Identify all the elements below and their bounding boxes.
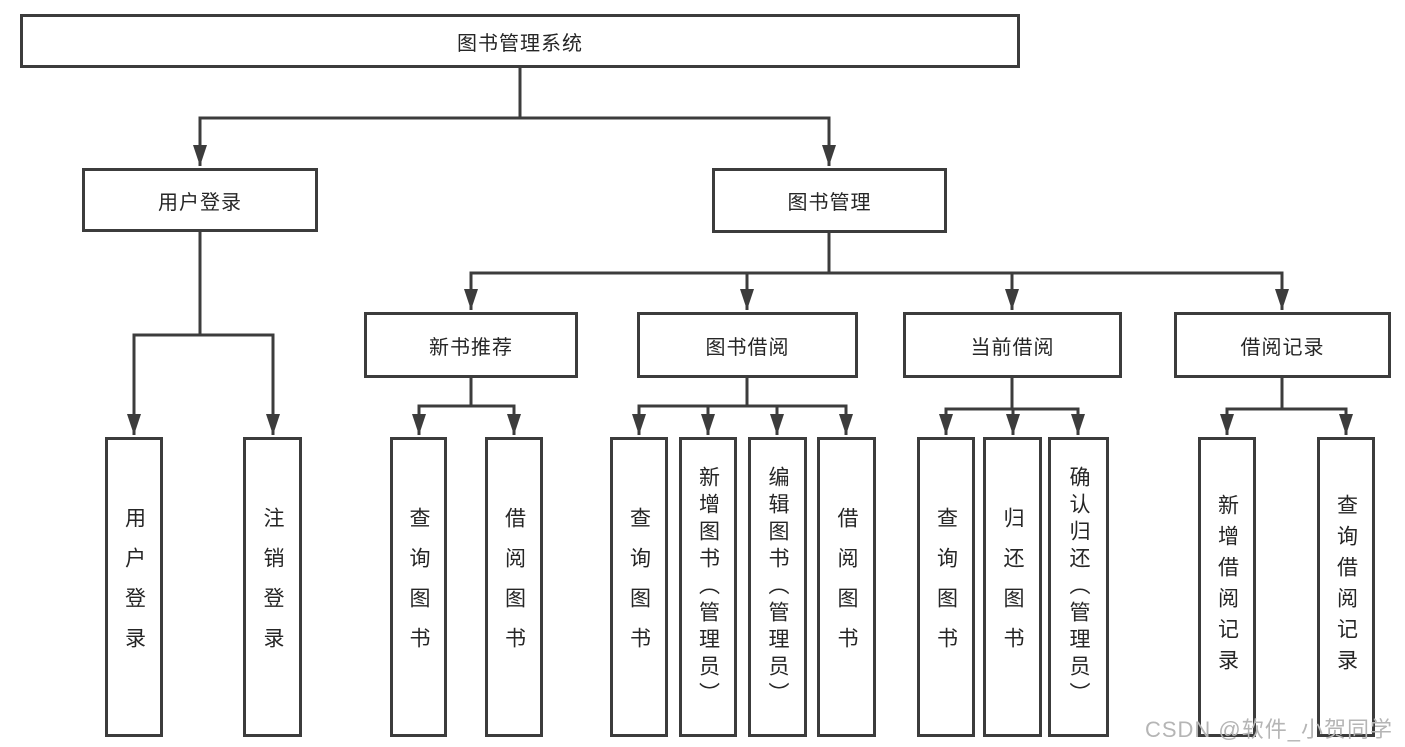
leaf-borrow-books-borrowing: 借阅图书 [817,437,876,737]
leaf-query-books-current: 查询图书 [917,437,975,737]
node-book-borrowing: 图书借阅 [637,312,858,378]
leaf-return-books: 归还图书 [983,437,1042,737]
leaf-query-books-borrowing: 查询图书 [610,437,668,737]
leaf-user-login: 用户登录 [105,437,163,737]
leaf-add-books-admin: 新增图书（管理员） [679,437,737,737]
node-new-book-recommend: 新书推荐 [364,312,578,378]
node-root-library-system: 图书管理系统 [20,14,1020,68]
leaf-confirm-return-admin: 确认归还（管理员） [1048,437,1109,737]
leaf-add-borrow-record: 新增借阅记录 [1198,437,1256,737]
tree-connectors [127,68,1353,435]
node-current-borrowing: 当前借阅 [903,312,1122,378]
leaf-query-borrow-record: 查询借阅记录 [1317,437,1375,737]
csdn-watermark: CSDN @软件_小贺同学 [1144,717,1393,742]
leaf-query-books-recommend: 查询图书 [390,437,447,737]
node-borrowing-records: 借阅记录 [1174,312,1391,378]
leaf-edit-books-admin: 编辑图书（管理员） [748,437,807,737]
node-book-management-branch: 图书管理 [712,168,947,233]
leaf-logout: 注销登录 [243,437,302,737]
leaf-borrow-books-recommend: 借阅图书 [485,437,543,737]
node-user-login-branch: 用户登录 [82,168,318,232]
